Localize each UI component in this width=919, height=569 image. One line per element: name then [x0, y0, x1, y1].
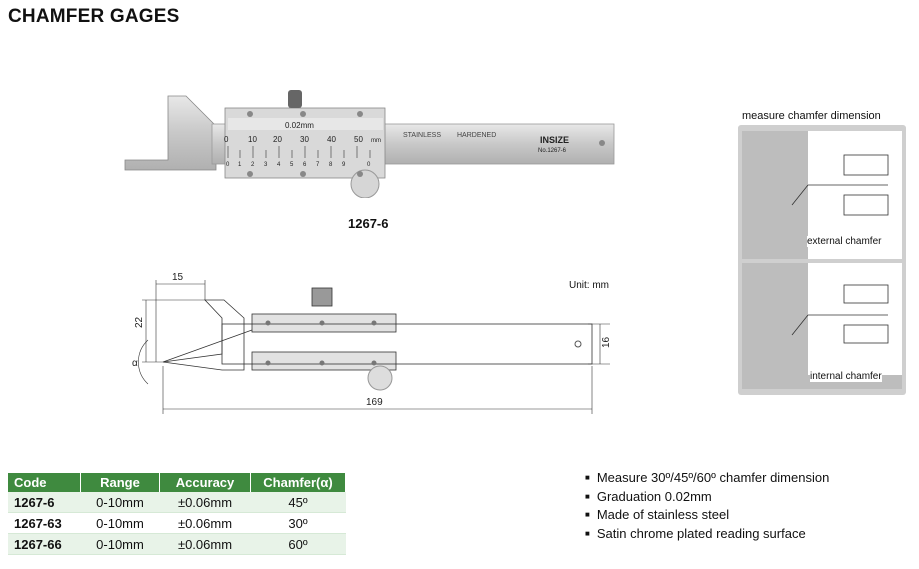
dim-top: 15	[172, 272, 184, 283]
cell-code: 1267-6	[8, 492, 81, 513]
scale-bottom-6: 6	[303, 162, 307, 168]
cell-code: 1267-66	[8, 533, 81, 555]
cell-accuracy: ±0.06mm	[159, 533, 251, 555]
scale-top-20: 20	[273, 135, 282, 144]
dim-bottom: 169	[366, 397, 383, 408]
scale-top-0: 0	[224, 135, 229, 144]
scale-top-10: 10	[248, 135, 257, 144]
unit-label: Unit: mm	[569, 280, 609, 291]
feature-item: Satin chrome plated reading surface	[585, 526, 829, 545]
header-code: Code	[8, 473, 81, 492]
technical-drawing: 15 22 16 169 α	[132, 272, 612, 414]
scale-bottom-4: 4	[277, 162, 281, 168]
engraving-hardened: HARDENED	[457, 132, 496, 139]
scale-bottom-8: 8	[329, 162, 333, 168]
dim-left: 22	[134, 316, 145, 328]
header-range: Range	[80, 473, 160, 492]
scale-bottom-3: 3	[264, 162, 268, 168]
scale-top-40: 40	[327, 135, 336, 144]
angle-symbol: α	[132, 358, 138, 369]
scale-bottom-2: 2	[251, 162, 255, 168]
scale-top-unit: mm	[371, 138, 381, 144]
scale-bottom-9: 9	[342, 162, 346, 168]
feature-item: Measure 30º/45º/60º chamfer dimension	[585, 470, 829, 489]
label-internal-chamfer: internal chamfer	[810, 371, 882, 382]
cell-range: 0-10mm	[80, 512, 160, 534]
cell-accuracy: ±0.06mm	[159, 512, 251, 534]
scale-bottom-5: 5	[290, 162, 294, 168]
feature-item: Graduation 0.02mm	[585, 489, 829, 508]
cell-chamfer: 45º	[250, 492, 346, 513]
features-list: Measure 30º/45º/60º chamfer dimension Gr…	[585, 470, 829, 544]
scale-top-30: 30	[300, 135, 309, 144]
vernier-label: 0.02mm	[285, 121, 314, 130]
cell-range: 0-10mm	[80, 533, 160, 555]
table-header-row: Code Range Accuracy Chamfer(α)	[8, 473, 346, 492]
header-chamfer: Chamfer(α)	[250, 473, 346, 492]
engraving-stainless: STAINLESS	[403, 132, 441, 139]
spec-table: Code Range Accuracy Chamfer(α) 1267-6 0-…	[8, 473, 346, 555]
cell-chamfer: 60º	[250, 533, 346, 555]
cell-code: 1267-63	[8, 512, 81, 534]
table-row: 1267-6 0-10mm ±0.06mm 45º	[8, 492, 346, 513]
scale-top-50: 50	[354, 135, 363, 144]
feature-item: Made of stainless steel	[585, 507, 829, 526]
label-external-chamfer: external chamfer	[807, 236, 882, 247]
inset-title: measure chamfer dimension	[742, 110, 881, 122]
page-title: CHAMFER GAGES	[8, 6, 180, 27]
scale-bottom-0: 0	[226, 162, 230, 168]
model-number: No.1267-6	[538, 148, 567, 154]
table-row: 1267-63 0-10mm ±0.06mm 30º	[8, 512, 346, 534]
cell-chamfer: 30º	[250, 512, 346, 534]
inset-panel	[738, 125, 906, 395]
scale-ticks	[227, 146, 371, 158]
cell-range: 0-10mm	[80, 492, 160, 513]
cell-accuracy: ±0.06mm	[159, 492, 251, 513]
brand-logo: INSIZE	[540, 135, 569, 145]
dim-right: 16	[601, 336, 612, 348]
photo-caption: 1267-6	[348, 216, 389, 231]
header-accuracy: Accuracy	[159, 473, 251, 492]
product-photo: 0.02mm 0 10 20 30 40 50 mm 0 1 2 3 4 5 6…	[124, 90, 615, 198]
scale-bottom-10: 0	[367, 162, 371, 168]
scale-bottom-7: 7	[316, 162, 320, 168]
scale-bottom-1: 1	[238, 162, 242, 168]
table-row: 1267-66 0-10mm ±0.06mm 60º	[8, 533, 346, 555]
